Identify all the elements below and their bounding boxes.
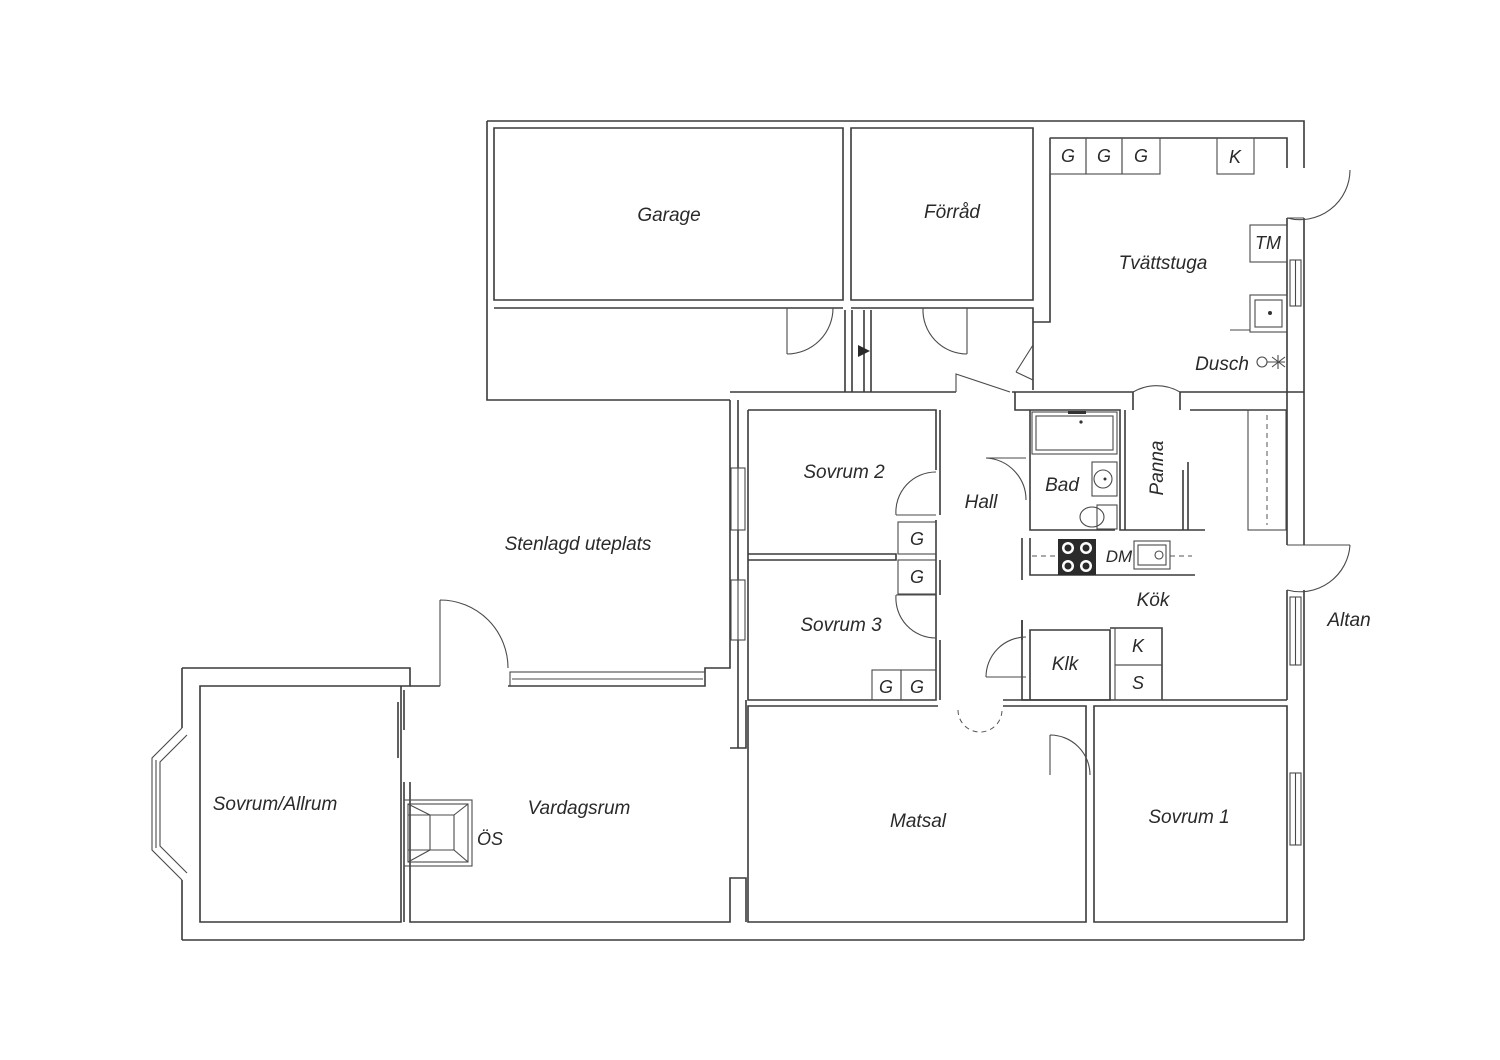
label-kok: Kök xyxy=(1137,590,1171,611)
fixture-labels: G G G K TM G G G G DM K S ÖS xyxy=(477,146,1281,849)
label-dusch: Dusch xyxy=(1195,354,1249,375)
label-sovrum1: Sovrum 1 xyxy=(1148,807,1229,828)
fixture-dm: DM xyxy=(1106,547,1133,566)
doors xyxy=(439,169,1351,776)
label-tvattstuga: Tvättstuga xyxy=(1119,253,1208,274)
label-forrad: Förråd xyxy=(924,202,981,223)
label-panna: Panna xyxy=(1147,441,1168,496)
fixtures xyxy=(403,137,1288,867)
fixture-g: G xyxy=(1134,146,1148,166)
fixture-g: G xyxy=(1061,146,1075,166)
fixture-g: G xyxy=(1097,146,1111,166)
label-garage: Garage xyxy=(637,205,700,226)
outer-walls xyxy=(151,120,1305,941)
fixture-os: ÖS xyxy=(477,829,503,849)
label-klk: Klk xyxy=(1052,654,1080,675)
fixture-g: G xyxy=(910,529,924,549)
label-bad: Bad xyxy=(1045,475,1080,496)
fixture-k: K xyxy=(1132,636,1145,656)
fixture-k: K xyxy=(1229,147,1242,167)
label-stenlagd-uteplats: Stenlagd uteplats xyxy=(505,534,652,555)
fixture-g: G xyxy=(910,567,924,587)
label-altan: Altan xyxy=(1326,610,1370,631)
label-matsal: Matsal xyxy=(890,811,947,832)
interior-walls xyxy=(397,310,1304,923)
fixture-g: G xyxy=(879,677,893,697)
label-vardagsrum: Vardagsrum xyxy=(528,798,631,819)
label-hall: Hall xyxy=(965,492,999,513)
fixture-s: S xyxy=(1132,673,1144,693)
label-sovrum3: Sovrum 3 xyxy=(800,615,882,636)
label-sovrum2: Sovrum 2 xyxy=(803,462,885,483)
room-labels: Garage Förråd Tvättstuga Dusch Sovrum 2 … xyxy=(213,202,1371,832)
fixture-tm: TM xyxy=(1255,233,1281,253)
label-sovrum-allrum: Sovrum/Allrum xyxy=(213,794,338,815)
fixture-g: G xyxy=(910,677,924,697)
